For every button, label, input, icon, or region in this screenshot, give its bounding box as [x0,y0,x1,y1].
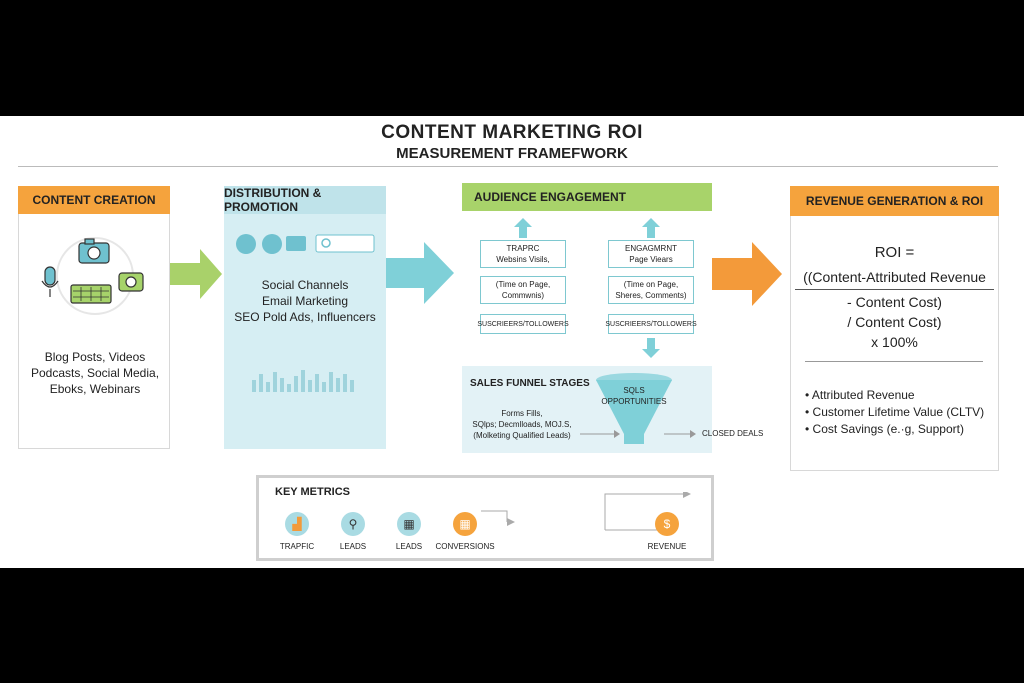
message-icon [262,234,282,254]
closed-deals-label: CLOSED DEALS [702,429,764,438]
distribution-panel: DISTRIBUTION & PROMOTION Social Channels… [224,186,386,449]
up-arrow-left [514,218,532,238]
engagement-panel: AUDIENCE ENGAGEMENT [462,183,712,363]
dollar-icon: $ [655,512,679,536]
magnifier-icon: ⚲ [341,512,365,536]
title-line1: CONTENT MARKETING ROI [381,122,643,143]
revenue-panel: REVENUE GENERATION & ROI ROI = ((Content… [790,186,999,471]
microphone-icon [41,266,59,297]
bullet-item: • Cost Savings (e.·g, Support) [805,422,964,436]
search-icon [321,238,331,248]
funnel-icon [596,373,672,444]
funnel-sqls-label: SQLS [623,386,645,395]
title-divider [18,166,998,167]
revenue-bullets: • Attributed Revenue • Customer Lifetime… [805,387,984,438]
funnel-opportunities-label: OPPORTUNITIES [601,397,667,406]
metric-leads-2: ▦ LEADS [379,512,439,551]
content-creation-panel: CONTENT CREATION [18,186,170,449]
conversion-cart-icon: ▦ [453,512,477,536]
metric-traffic: ▟ TRAPFIC [267,512,327,551]
mini-chart-icon [252,370,354,392]
keyboard-icon [70,284,112,304]
search-bar-icon [315,234,375,253]
arrow-creation-to-distribution [170,249,222,299]
formula-divider [795,289,994,290]
subscribers-right-box: SUSCRIEERS/TOLLOWERS [605,314,697,334]
content-icons-cluster [41,237,144,315]
up-arrow-right [642,218,660,238]
sales-funnel-header: SALES FUNNEL STAGES [470,378,590,389]
subscribers-left-box: SUSCRIEERS/TOLLOWERS [477,314,569,334]
sales-funnel-panel: SALES FUNNEL STAGES Forms Fills, SQlps; … [462,366,712,453]
photo-camera-icon [118,272,144,292]
metric-leads-1: ⚲ LEADS [323,512,383,551]
time-on-page-left-box: (Time on Page,Commwnis) [480,276,566,304]
twitter-icon [236,234,256,254]
content-creation-text: Blog Posts, Videos Podcasts, Social Medi… [30,350,160,396]
cart-icon: ▦ [397,512,421,536]
email-icon [286,236,306,251]
distribution-text: Social Channels Email Marketing SEO Pold… [234,278,376,324]
bullet-item: • Attributed Revenue [805,388,915,402]
metric-revenue: $ REVENUE [637,512,697,551]
metrics-arrow-left [481,510,515,526]
distribution-header: DISTRIBUTION & PROMOTION [224,186,386,214]
key-metrics-panel: KEY METRICS ▟ TRAPFIC ⚲ LEADS ▦ LEADS ▦ … [256,475,714,561]
title-line2: MEASUREMENT FRAMEFWORK [396,145,628,162]
revenue-header: REVENUE GENERATION & ROI [790,186,999,216]
diagram-canvas: CONTENT MARKETING ROI MEASUREMENT FRAMEF… [0,116,1024,568]
roi-formula: ROI = ((Content-Attributed Revenue - Con… [791,243,998,352]
key-metrics-header: KEY METRICS [275,486,350,498]
arrow-distribution-to-engagement [386,242,454,304]
arrow-engagement-to-revenue [712,242,782,306]
funnel-arrow-right [664,430,696,438]
traffic-chart-icon: ▟ [285,512,309,536]
metric-conversions: ▦ CONVERSIONS [435,512,495,551]
time-on-page-right-box: (Time on Page,Sheres, Comments) [608,276,694,304]
revenue-divider [805,361,983,362]
funnel-arrow-left [580,430,620,438]
engagement-header: AUDIENCE ENGAGEMENT [462,183,712,211]
distribution-icons [236,234,375,254]
down-arrow-right [642,338,660,358]
bullet-item: • Customer Lifetime Value (CLTV) [805,405,985,419]
camera-icon [78,238,110,264]
content-creation-header: CONTENT CREATION [18,186,170,214]
sales-funnel-text: Forms Fills, SQlps; Decmlloads, MOJ.S, (… [472,409,572,440]
